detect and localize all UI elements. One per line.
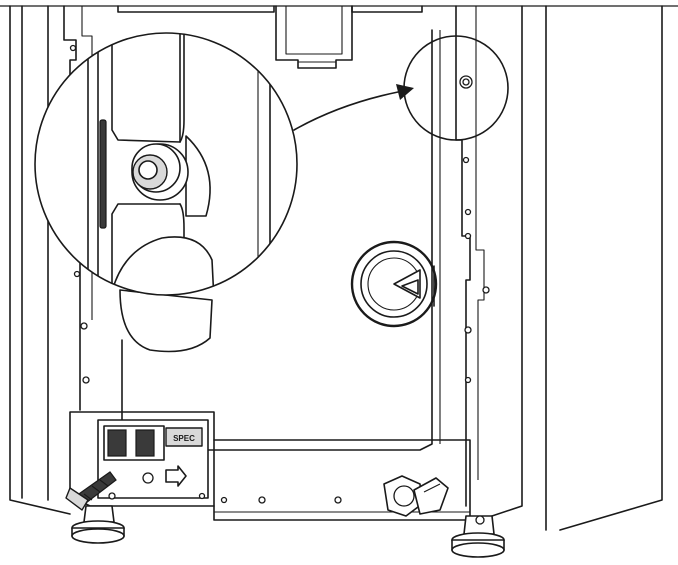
- leveling-screw-small: [459, 75, 473, 89]
- magnified-detail: [34, 32, 298, 296]
- back-panel: [117, 5, 441, 451]
- left-foot: [71, 505, 125, 544]
- control-panel-label: SPEC: [173, 434, 195, 443]
- magnified-screw: [131, 143, 189, 201]
- control-panel: SPEC: [97, 419, 209, 500]
- water-inlet-fitting: [383, 475, 449, 517]
- top-bracket: [275, 5, 353, 69]
- power-cable: [65, 471, 117, 511]
- callout-arrow: [293, 84, 414, 131]
- cabinet-outline: [9, 5, 663, 531]
- right-frame-rail: [455, 5, 490, 507]
- right-foot: [451, 515, 505, 558]
- round-port: [350, 240, 438, 328]
